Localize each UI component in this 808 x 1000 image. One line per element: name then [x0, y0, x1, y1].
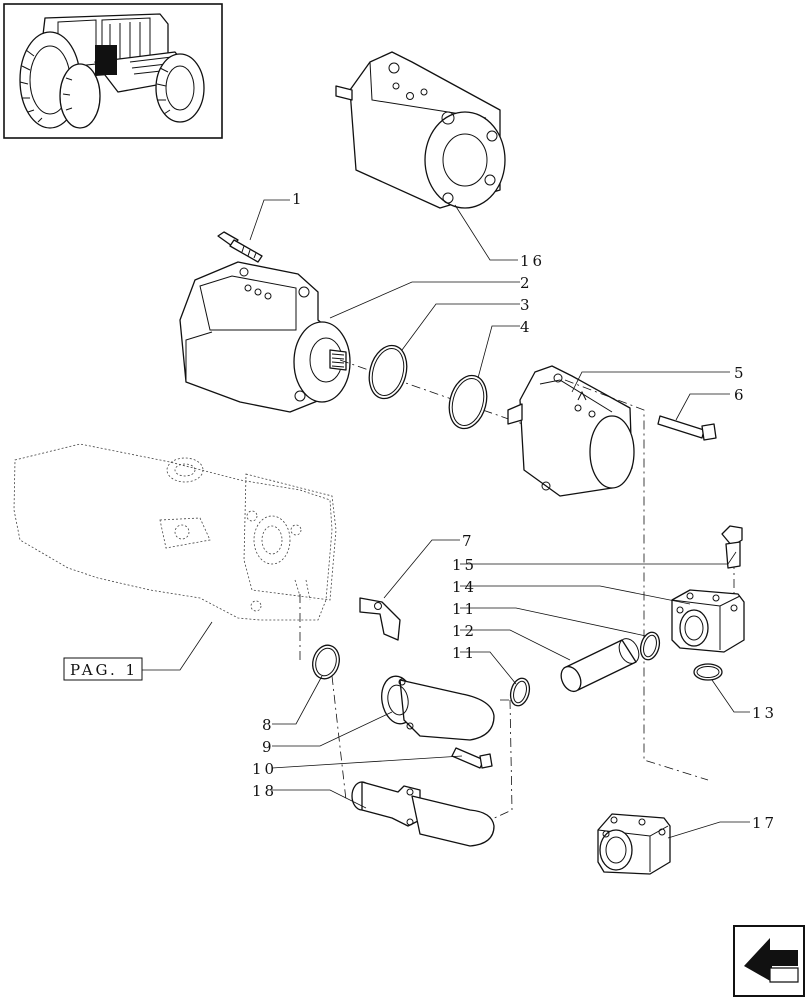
elbow-pipe-9[interactable]	[378, 674, 495, 741]
gear-pump-2[interactable]	[179, 261, 351, 413]
bolt-10[interactable]	[451, 747, 493, 769]
callout-8: 8	[262, 716, 275, 734]
bolt-6[interactable]	[657, 415, 717, 441]
o-ring-4[interactable]	[444, 371, 493, 432]
sleeve-tube-12[interactable]	[557, 635, 642, 694]
bolt-15[interactable]	[721, 525, 743, 569]
callout-7: 7	[462, 532, 475, 550]
callout-13: 13	[752, 704, 777, 722]
callout-10: 10	[252, 760, 277, 778]
callout-3: 3	[520, 296, 533, 314]
o-ring-11-upper[interactable]	[638, 630, 663, 662]
callout-18: 18	[252, 782, 277, 800]
callout-14: 14	[452, 578, 477, 596]
o-ring-11-lower[interactable]	[508, 676, 533, 708]
elbow-pipe-18[interactable]	[351, 781, 495, 847]
callout-1: 1	[292, 190, 305, 208]
leader-lines	[249, 199, 750, 839]
assembly-guide-right	[564, 379, 709, 781]
callout-4: 4	[520, 318, 533, 336]
clamp-7[interactable]	[359, 597, 401, 641]
callout-9: 9	[262, 738, 275, 756]
block-connector-17[interactable]	[597, 813, 671, 875]
page-reference-box[interactable]: PAG. 1	[63, 657, 143, 681]
o-ring-13[interactable]	[693, 663, 723, 681]
assembly-guide-tube	[489, 699, 520, 821]
gear-pump-16[interactable]	[335, 51, 506, 209]
callout-5: 5	[734, 364, 747, 382]
housing-ghost-outline	[13, 443, 337, 621]
o-ring-3[interactable]	[364, 341, 413, 402]
callout-11-upper: 11	[452, 600, 477, 618]
callout-17: 17	[752, 814, 777, 832]
assembly-guide-left	[299, 594, 347, 801]
next-page-arrow-icon[interactable]	[733, 925, 805, 997]
callout-16: 16	[520, 252, 545, 270]
page-reference-leader	[142, 621, 213, 671]
callout-2: 2	[520, 274, 533, 292]
flange-adapter-5[interactable]	[507, 365, 635, 497]
callout-11-lower: 11	[452, 644, 477, 662]
assembly-axis-line	[339, 359, 541, 431]
o-ring-8[interactable]	[309, 642, 343, 682]
block-connector-14[interactable]	[671, 589, 745, 653]
page-reference-label: PAG. 1	[70, 661, 138, 679]
tractor-thumbnail-icon	[3, 3, 223, 139]
callout-12: 12	[452, 622, 477, 640]
bolt-1[interactable]	[217, 231, 263, 263]
callout-numbers: 1 16 2 3 4 5 6 7 15 14 11 12 11 13 8 9 1…	[252, 190, 777, 832]
callout-15: 15	[452, 556, 477, 574]
callout-6: 6	[734, 386, 747, 404]
